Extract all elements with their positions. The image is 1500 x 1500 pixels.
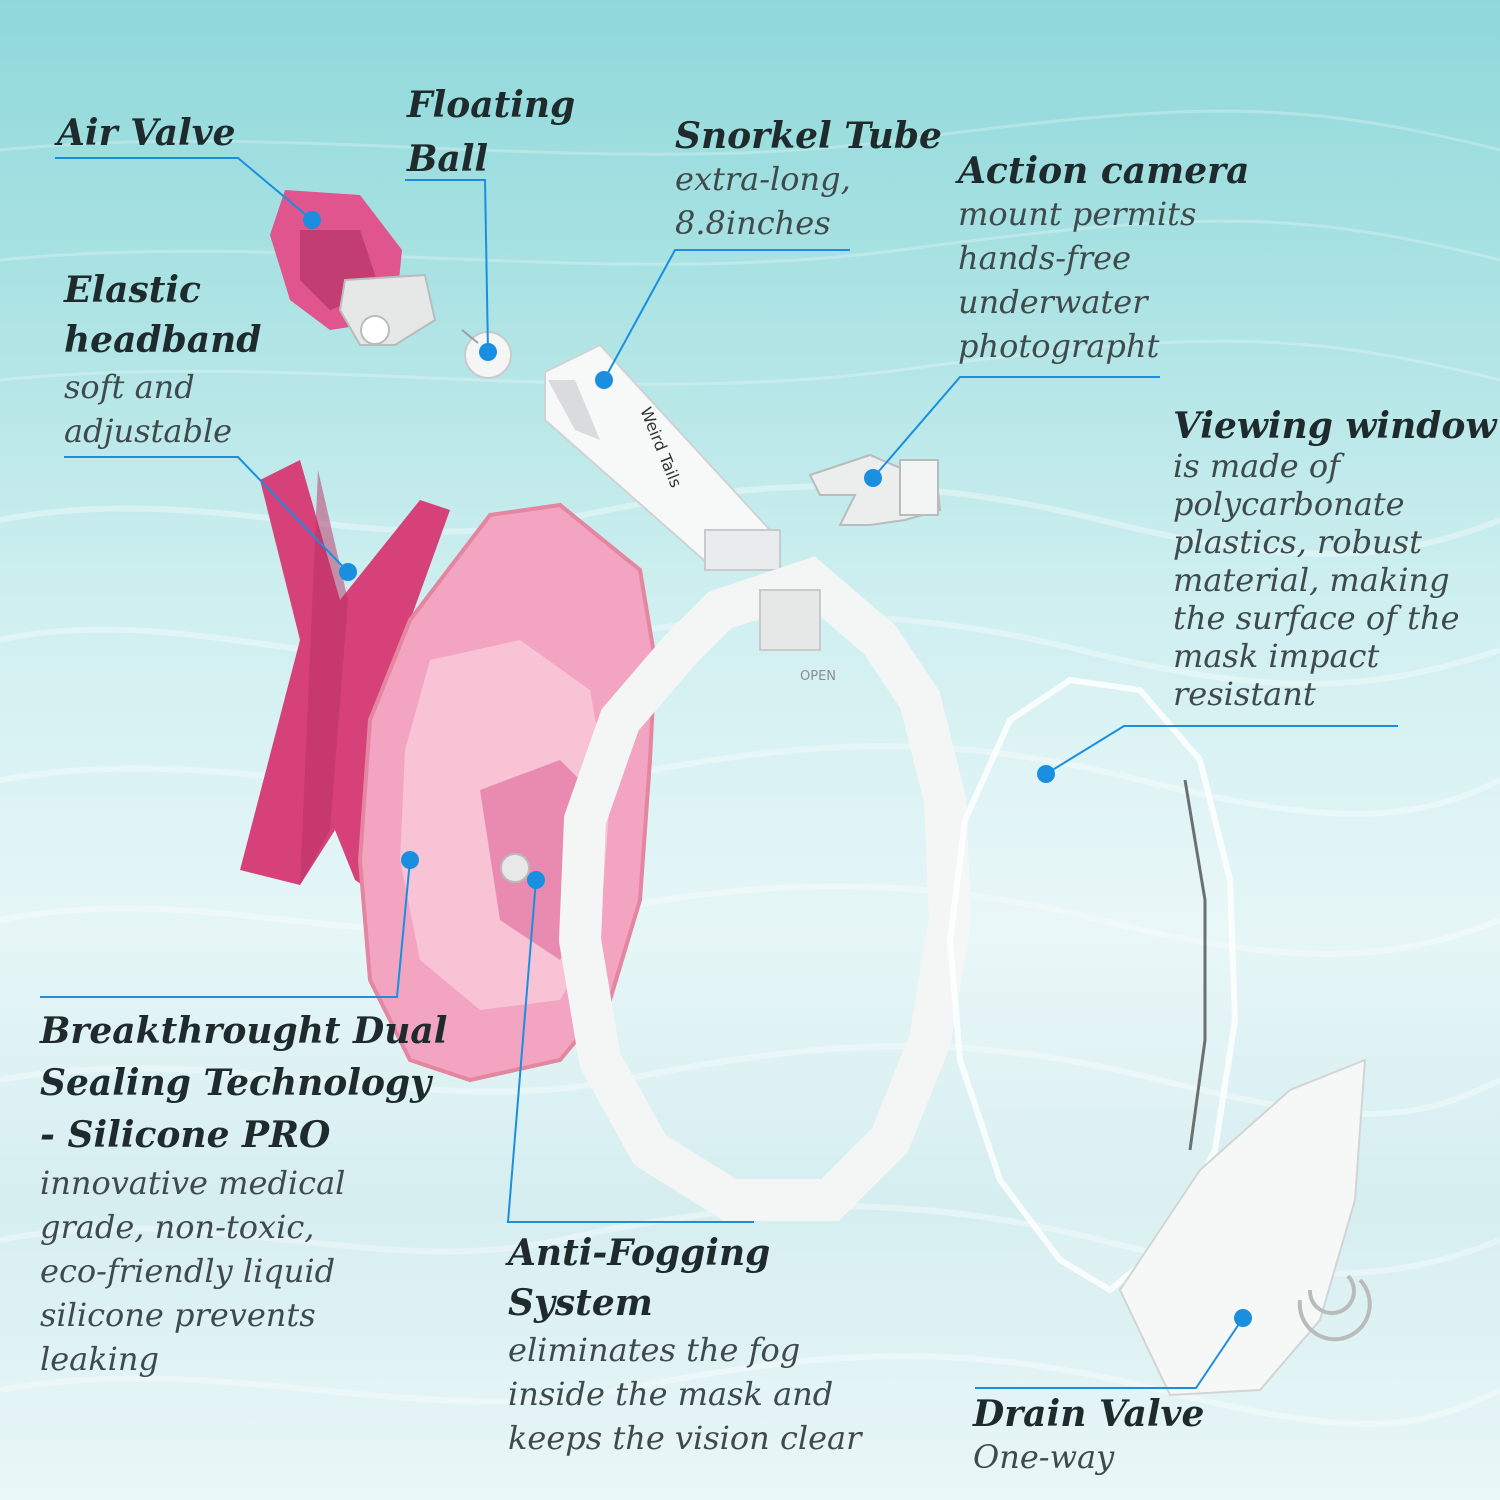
callout-anti-fogging: Anti-Fogging System eliminates the fog i… — [508, 1228, 861, 1460]
dual-sealing-title: Breakthrought Dual Sealing Technology - … — [40, 1010, 448, 1156]
callout-dual-sealing: Breakthrought Dual Sealing Technology - … — [40, 1005, 447, 1381]
drain-valve-title: Drain Valve — [973, 1393, 1205, 1435]
callout-elastic-headband: Elastic headband soft and adjustable — [64, 265, 261, 453]
snorkel-tube-desc: extra-long, 8.8inches — [675, 160, 851, 242]
callout-snorkel-tube: Snorkel Tube extra-long, 8.8inches — [675, 115, 942, 245]
leader-viewing-window — [1045, 725, 1398, 775]
viewing-window-desc: is made of polycarbonate plastics, robus… — [1173, 447, 1460, 713]
frame-open-text: OPEN — [800, 669, 836, 684]
snorkel-tube-title: Snorkel Tube — [675, 115, 942, 157]
callout-drain-valve: Drain Valve One-way — [973, 1393, 1204, 1479]
callout-action-camera: Action camera mount permits hands-free u… — [958, 150, 1249, 368]
action-camera-title: Action camera — [958, 150, 1250, 192]
camera-mount-part — [808, 453, 942, 526]
callout-viewing-window: Viewing window is made of polycarbonate … — [1173, 405, 1496, 713]
elastic-headband-part — [240, 460, 450, 900]
leader-snorkel-tube — [603, 249, 850, 381]
elastic-headband-title: Elastic headband — [64, 269, 262, 361]
leader-action-camera — [872, 376, 1160, 479]
leader-floating-ball — [405, 179, 489, 353]
white-frame-part: OPEN — [558, 556, 972, 1221]
leader-drain-valve — [975, 1317, 1244, 1389]
callout-air-valve: Air Valve — [57, 112, 236, 154]
viewing-window-title: Viewing window — [1173, 405, 1497, 447]
air-valve-part — [270, 190, 437, 346]
callout-floating-ball: Floating Ball — [407, 78, 575, 186]
anti-fogging-desc: eliminates the fog inside the mask and k… — [508, 1331, 862, 1457]
drain-valve-desc: One-way — [973, 1438, 1115, 1476]
viewing-window-part — [946, 676, 1239, 1294]
drain-valve-part — [1118, 1058, 1372, 1397]
action-camera-desc: mount permits hands-free underwater phot… — [958, 195, 1197, 365]
floating-ball-title: Floating Ball — [407, 84, 576, 180]
leader-dual-sealing — [40, 859, 411, 998]
anti-fogging-title: Anti-Fogging System — [508, 1232, 771, 1324]
leader-elastic-headband — [64, 456, 349, 573]
dual-sealing-desc: innovative medical grade, non-toxic, eco… — [40, 1164, 346, 1378]
leader-anti-fogging — [506, 879, 754, 1223]
air-valve-title: Air Valve — [57, 112, 236, 154]
leader-air-valve — [55, 157, 313, 221]
elastic-headband-desc: soft and adjustable — [64, 368, 233, 450]
